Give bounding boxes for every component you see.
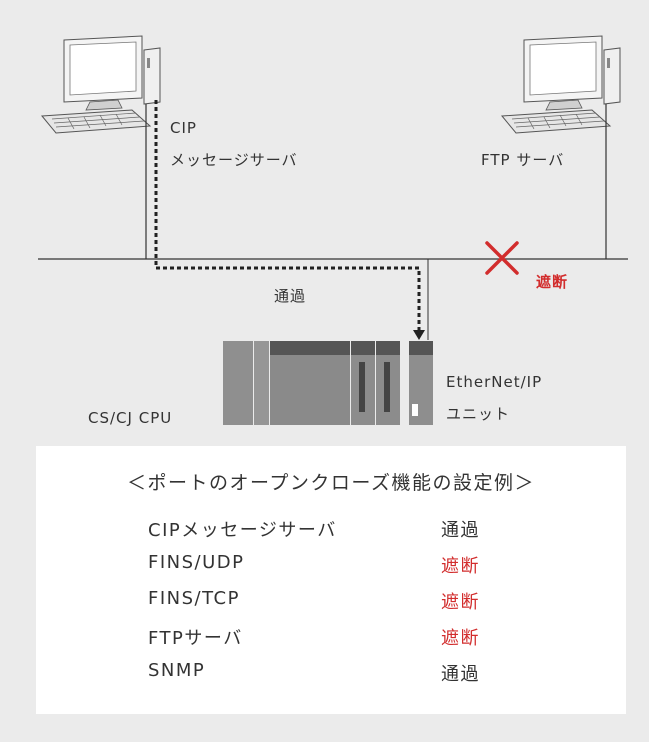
- cip-pass-path: [154, 100, 421, 330]
- cip-server-label-line1: CIP: [170, 119, 197, 137]
- arrow-head: [413, 330, 425, 340]
- ethernet-unit-label-line2: ユニット: [446, 405, 511, 423]
- blocked-x-icon: [485, 241, 519, 275]
- row-name: FTPサーバ: [148, 628, 243, 649]
- row-name: FINS/TCP: [148, 588, 240, 609]
- settings-example-panel: ＜ポートのオープンクローズ機能の設定例＞ CIPメッセージサーバ 通過 FINS…: [36, 446, 626, 714]
- table-row: SNMP 通過: [36, 660, 626, 690]
- plc-rack-icon: [223, 341, 433, 425]
- computer-icon: [40, 35, 161, 134]
- blocked-label: 遮断: [536, 273, 569, 291]
- row-status: 通過: [441, 520, 480, 541]
- ftp-server-label: FTP サーバ: [481, 151, 565, 169]
- row-status: 遮断: [441, 592, 480, 613]
- pass-label: 通過: [274, 287, 307, 305]
- cip-server-label-line2: メッセージサーバ: [170, 151, 298, 169]
- computer-icon: [500, 35, 621, 134]
- row-name: SNMP: [148, 660, 206, 681]
- row-status: 遮断: [441, 556, 480, 577]
- row-name: FINS/UDP: [148, 552, 245, 573]
- settings-example-title: ＜ポートのオープンクローズ機能の設定例＞: [127, 472, 535, 494]
- cpu-label: CS/CJ CPU: [88, 409, 173, 427]
- table-row: FINS/UDP 遮断: [36, 552, 626, 582]
- table-row: FINS/TCP 遮断: [36, 588, 626, 618]
- row-status: 通過: [441, 664, 480, 685]
- row-status: 遮断: [441, 628, 480, 649]
- table-row: CIPメッセージサーバ 通過: [36, 516, 626, 546]
- table-row: FTPサーバ 遮断: [36, 624, 626, 654]
- ethernet-unit-label-line1: EtherNet/IP: [446, 373, 543, 391]
- row-name: CIPメッセージサーバ: [148, 520, 337, 541]
